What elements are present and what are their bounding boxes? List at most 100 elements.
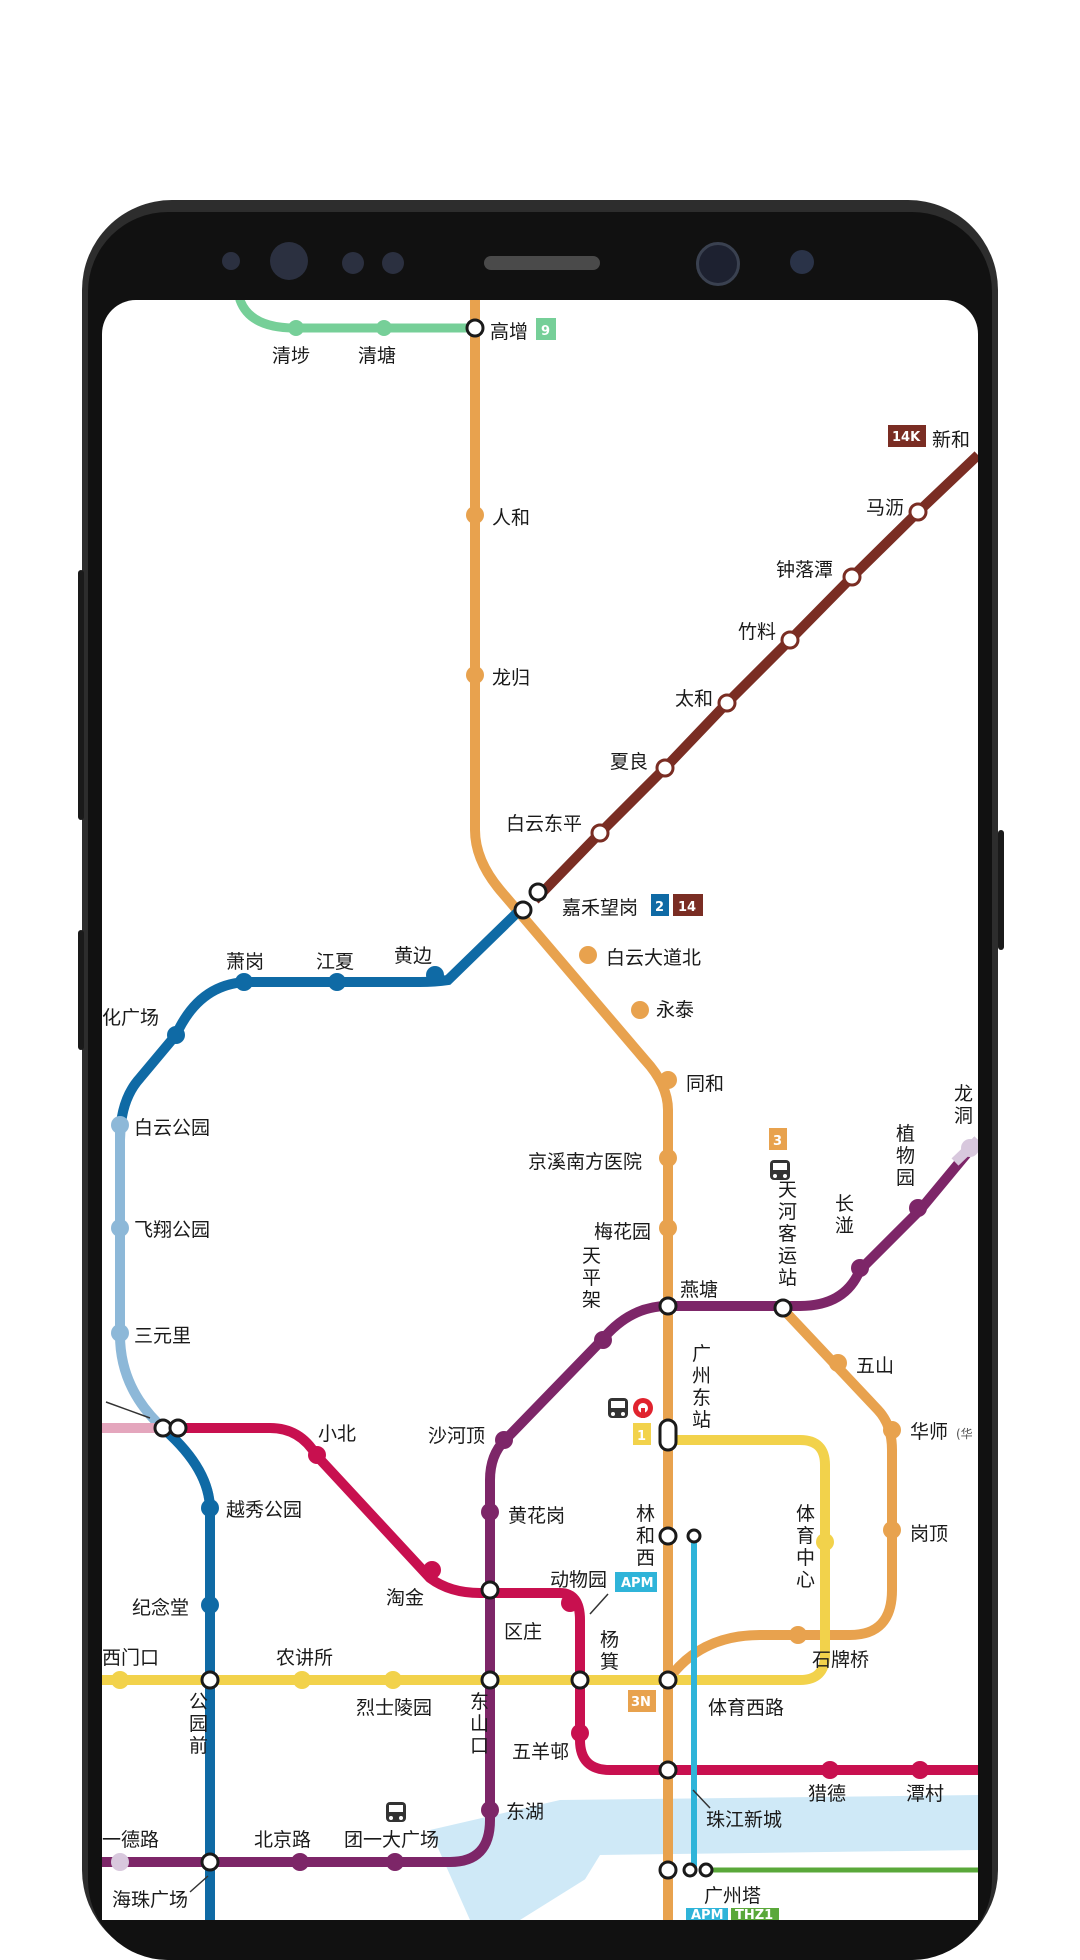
station-label-vertical[interactable]: 林和西 <box>636 1503 655 1569</box>
station-label[interactable]: 萧岗 <box>226 951 264 973</box>
station-label[interactable]: 燕塘 <box>680 1279 718 1301</box>
station-label[interactable]: 北京路 <box>254 1829 311 1851</box>
station-label[interactable]: 沙河顶 <box>428 1425 485 1447</box>
station-label[interactable]: 动物园 <box>550 1569 607 1591</box>
power-button <box>78 930 84 1050</box>
line-badge-apm: APM <box>686 1908 728 1920</box>
line-badge-3n: 3N <box>628 1690 656 1712</box>
station-label[interactable]: 五山 <box>856 1355 894 1377</box>
station-label[interactable]: 淘金 <box>386 1587 424 1609</box>
svg-text:3: 3 <box>773 1134 782 1149</box>
station-label[interactable]: 飞翔公园 <box>134 1219 210 1241</box>
interchange-stations <box>153 318 928 1880</box>
earpiece-speaker <box>484 256 600 270</box>
front-camera-icon <box>696 242 740 286</box>
station-label-vertical[interactable]: 体育中心 <box>796 1503 815 1591</box>
station-label-small: (华 <box>956 1427 973 1441</box>
station-label[interactable]: 夏良 <box>610 751 648 773</box>
station-label[interactable]: 西门口 <box>102 1647 159 1669</box>
station-label[interactable]: 白云大道北 <box>606 947 701 969</box>
station-label[interactable]: 人和 <box>492 507 530 529</box>
station-label[interactable]: 黄花岗 <box>508 1505 565 1527</box>
station-label[interactable]: 白云东平 <box>506 813 582 835</box>
svg-text:2: 2 <box>655 900 664 915</box>
station-label[interactable]: 永泰 <box>656 999 694 1021</box>
station-label[interactable]: 海珠广场 <box>112 1889 188 1911</box>
station-label[interactable]: 清埗 <box>272 345 310 367</box>
line-badge-14k: 14K <box>888 425 926 447</box>
iris-sensor-icon <box>270 242 308 280</box>
line-badge-thz1: THZ1 <box>731 1908 779 1920</box>
station-label[interactable]: 清塘 <box>358 345 396 367</box>
station-label[interactable]: 一德路 <box>102 1829 159 1851</box>
svg-text:APM: APM <box>621 1576 654 1591</box>
station-label-vertical[interactable]: 公园前 <box>189 1691 208 1757</box>
svg-text:THZ1: THZ1 <box>735 1908 773 1920</box>
station-label-vertical[interactable]: 广州东站 <box>692 1343 711 1431</box>
station-label[interactable]: 石牌桥 <box>812 1649 869 1671</box>
line-badge-1: 1 <box>633 1423 651 1445</box>
station-label[interactable]: 白云公园 <box>134 1117 210 1139</box>
bus-icon <box>386 1802 406 1822</box>
station-label[interactable]: 潭村 <box>906 1783 944 1805</box>
station-label[interactable]: 小北 <box>318 1423 356 1445</box>
svg-text:9: 9 <box>541 324 550 339</box>
station-label[interactable]: 珠江新城 <box>706 1809 782 1831</box>
svg-text:3N: 3N <box>631 1695 651 1710</box>
station-label[interactable]: 同和 <box>686 1073 724 1095</box>
station-label[interactable]: 梅花园 <box>594 1221 651 1243</box>
station-label[interactable]: 京溪南方医院 <box>528 1151 642 1173</box>
station-label[interactable]: 江夏 <box>316 951 354 973</box>
line-badge-apm: APM <box>615 1572 657 1592</box>
station-label[interactable]: 东湖 <box>506 1801 544 1823</box>
bixby-button <box>998 830 1004 950</box>
station-label-vertical[interactable]: 天河客运站 <box>778 1179 797 1289</box>
station-label[interactable]: 华师 <box>910 1421 948 1443</box>
station-label-vertical[interactable]: 长湴 <box>835 1193 854 1237</box>
station-label[interactable]: 竹料 <box>738 621 776 643</box>
station-label-vertical[interactable]: 龙洞 <box>954 1083 973 1127</box>
metro-map[interactable]: 清埗 清塘 高增 人和 龙归 白云东平 夏良 太和 竹料 钟落潭 马沥 新和 嘉… <box>102 300 978 1920</box>
station-label[interactable]: 岗顶 <box>910 1523 948 1545</box>
line-9 <box>235 300 480 333</box>
station-label-vertical[interactable]: 东山口 <box>470 1691 489 1757</box>
station-label[interactable]: 太和 <box>675 688 713 710</box>
line-3 <box>470 300 673 1920</box>
svg-text:14: 14 <box>678 900 696 915</box>
station-label[interactable]: 化广场 <box>102 1007 159 1029</box>
station-label[interactable]: 纪念堂 <box>132 1596 189 1619</box>
station-label[interactable]: 农讲所 <box>276 1647 333 1669</box>
station-label[interactable]: 区庄 <box>504 1621 542 1643</box>
sensor-icon <box>790 250 814 274</box>
station-label-vertical[interactable]: 杨箕 <box>600 1629 619 1673</box>
line-badge-3: 3 <box>769 1128 787 1150</box>
station-label[interactable]: 龙归 <box>492 667 530 689</box>
line-badge-9: 9 <box>536 318 556 340</box>
station-label[interactable]: 体育西路 <box>708 1697 784 1719</box>
station-label[interactable]: 马沥 <box>866 497 904 519</box>
station-label[interactable]: 嘉禾望岗 <box>562 897 638 919</box>
line-14 <box>531 451 978 904</box>
station-label[interactable]: 三元里 <box>134 1325 191 1347</box>
line-1 <box>102 1435 830 1685</box>
sensor-icon <box>382 252 404 274</box>
station-label-vertical[interactable]: 天平架 <box>582 1245 601 1311</box>
metro-map-screen[interactable]: 清埗 清塘 高增 人和 龙归 白云东平 夏良 太和 竹料 钟落潭 马沥 新和 嘉… <box>102 300 978 1920</box>
station-label[interactable]: 新和 <box>932 429 970 451</box>
station-label[interactable]: 猎德 <box>808 1783 846 1805</box>
station-label[interactable]: 越秀公园 <box>226 1499 302 1521</box>
callout-line <box>105 1401 711 1893</box>
bus-icon <box>608 1398 628 1418</box>
station-label[interactable]: 黄边 <box>394 945 432 967</box>
line-2 <box>115 901 529 1141</box>
station-label[interactable]: 烈士陵园 <box>356 1697 432 1719</box>
station-label[interactable]: 五羊邨 <box>512 1741 569 1763</box>
station-label[interactable]: 钟落潭 <box>776 559 833 581</box>
volume-button <box>78 570 84 820</box>
station-label[interactable]: 广州塔 <box>704 1885 761 1907</box>
svg-text:APM: APM <box>691 1908 724 1920</box>
station-label[interactable]: 高增 <box>490 321 528 343</box>
station-label[interactable]: 团一大广场 <box>344 1829 439 1851</box>
station-label-vertical[interactable]: 植物园 <box>896 1123 915 1189</box>
